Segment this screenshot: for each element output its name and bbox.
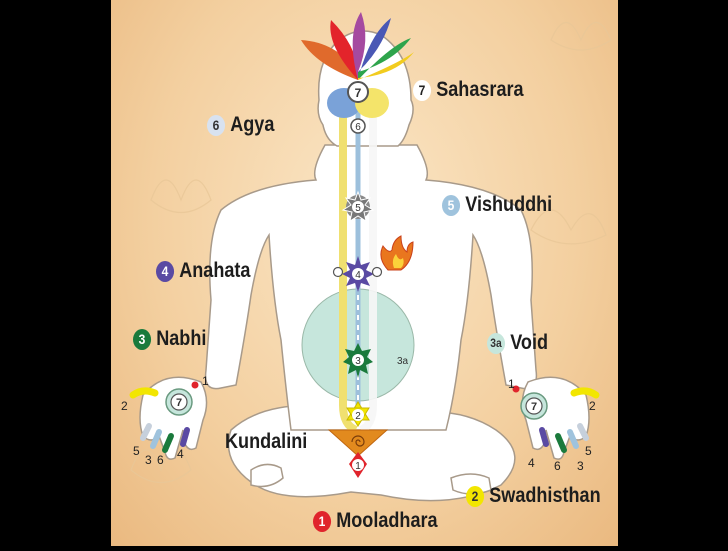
right-finger-4: 4: [528, 456, 535, 470]
mooladhara-chakra-icon: 1: [349, 452, 367, 478]
name-agya: Agya: [230, 113, 275, 136]
left-hand-palm-marker: 7: [176, 397, 182, 409]
left-finger-1: 1: [202, 374, 209, 388]
label-void: 3a Void: [487, 331, 548, 355]
anahata-right-node: [371, 266, 383, 278]
label-swadhisthan: 2 Swadhisthan: [466, 484, 601, 508]
body-marker-swadhisthan: 2: [355, 411, 361, 422]
badge-swadhisthan: 2: [466, 485, 485, 507]
right-finger-5: 5: [585, 444, 592, 458]
body-marker-nabhi: 3: [355, 356, 361, 367]
label-mooladhara: 1 Mooladhara: [313, 509, 438, 533]
badge-sahasrara: 7: [413, 79, 432, 101]
left-hand: 7 1 2 5 3 6 4: [121, 374, 209, 467]
name-nabhi: Nabhi: [156, 327, 207, 350]
crown-lotus: [301, 12, 414, 80]
label-sahasrara: 7 Sahasrara: [413, 78, 524, 102]
body-marker-void: 3a: [397, 356, 409, 367]
left-finger-5: 5: [133, 444, 140, 458]
subtle-body-diagram: 3a 7 6: [121, 12, 612, 502]
body-marker-agya: 6: [355, 122, 361, 133]
name-void: Void: [510, 331, 549, 354]
left-finger-6: 6: [157, 453, 164, 467]
anahata-left-node: [332, 266, 344, 278]
left-finger-3: 3: [145, 453, 152, 467]
label-agya: 6 Agya: [207, 113, 274, 137]
label-nabhi: 3 Nabhi: [133, 327, 206, 351]
anahata-chakra-icon: 4: [342, 256, 374, 292]
label-anahata: 4 Anahata: [156, 259, 250, 283]
name-mooladhara: Mooladhara: [336, 509, 438, 532]
badge-vishuddhi: 5: [442, 194, 461, 216]
left-finger-4: 4: [177, 447, 184, 461]
vishuddhi-chakra-icon: 5: [341, 190, 375, 223]
right-finger-2: 2: [589, 399, 596, 413]
right-hand-palm-marker: 7: [531, 401, 537, 413]
nabhi-chakra-icon: 3: [343, 343, 373, 378]
swadhisthan-chakra-icon: 2: [346, 401, 370, 427]
body-marker-anahata: 4: [355, 270, 361, 281]
badge-nabhi: 3: [133, 328, 152, 350]
label-kundalini: Kundalini: [225, 430, 307, 454]
badge-anahata: 4: [156, 260, 175, 282]
name-vishuddhi: Vishuddhi: [465, 193, 553, 216]
body-marker-mooladhara: 1: [355, 461, 361, 472]
label-vishuddhi: 5 Vishuddhi: [442, 193, 552, 217]
right-finger-6: 6: [554, 459, 561, 473]
name-swadhisthan: Swadhisthan: [489, 484, 601, 507]
kundalini-triangle: [327, 429, 389, 457]
name-kundalini: Kundalini: [225, 430, 308, 453]
badge-void: 3a: [487, 332, 506, 354]
body-marker-sahasrara: 7: [355, 86, 362, 100]
badge-mooladhara: 1: [313, 510, 332, 532]
badge-agya: 6: [207, 114, 226, 136]
left-channel: [339, 105, 358, 434]
flame-icon: [380, 235, 414, 271]
left-finger-2: 2: [121, 399, 128, 413]
right-hand: 7 1 2 5 6 3 4: [508, 376, 600, 473]
right-finger-1: 1: [508, 377, 515, 391]
name-sahasrara: Sahasrara: [436, 78, 524, 101]
diagram-panel: 3a 7 6: [111, 0, 618, 546]
right-channel: [359, 105, 377, 434]
name-anahata: Anahata: [179, 259, 251, 282]
body-marker-vishuddhi: 5: [355, 203, 361, 214]
right-finger-3: 3: [577, 459, 584, 473]
